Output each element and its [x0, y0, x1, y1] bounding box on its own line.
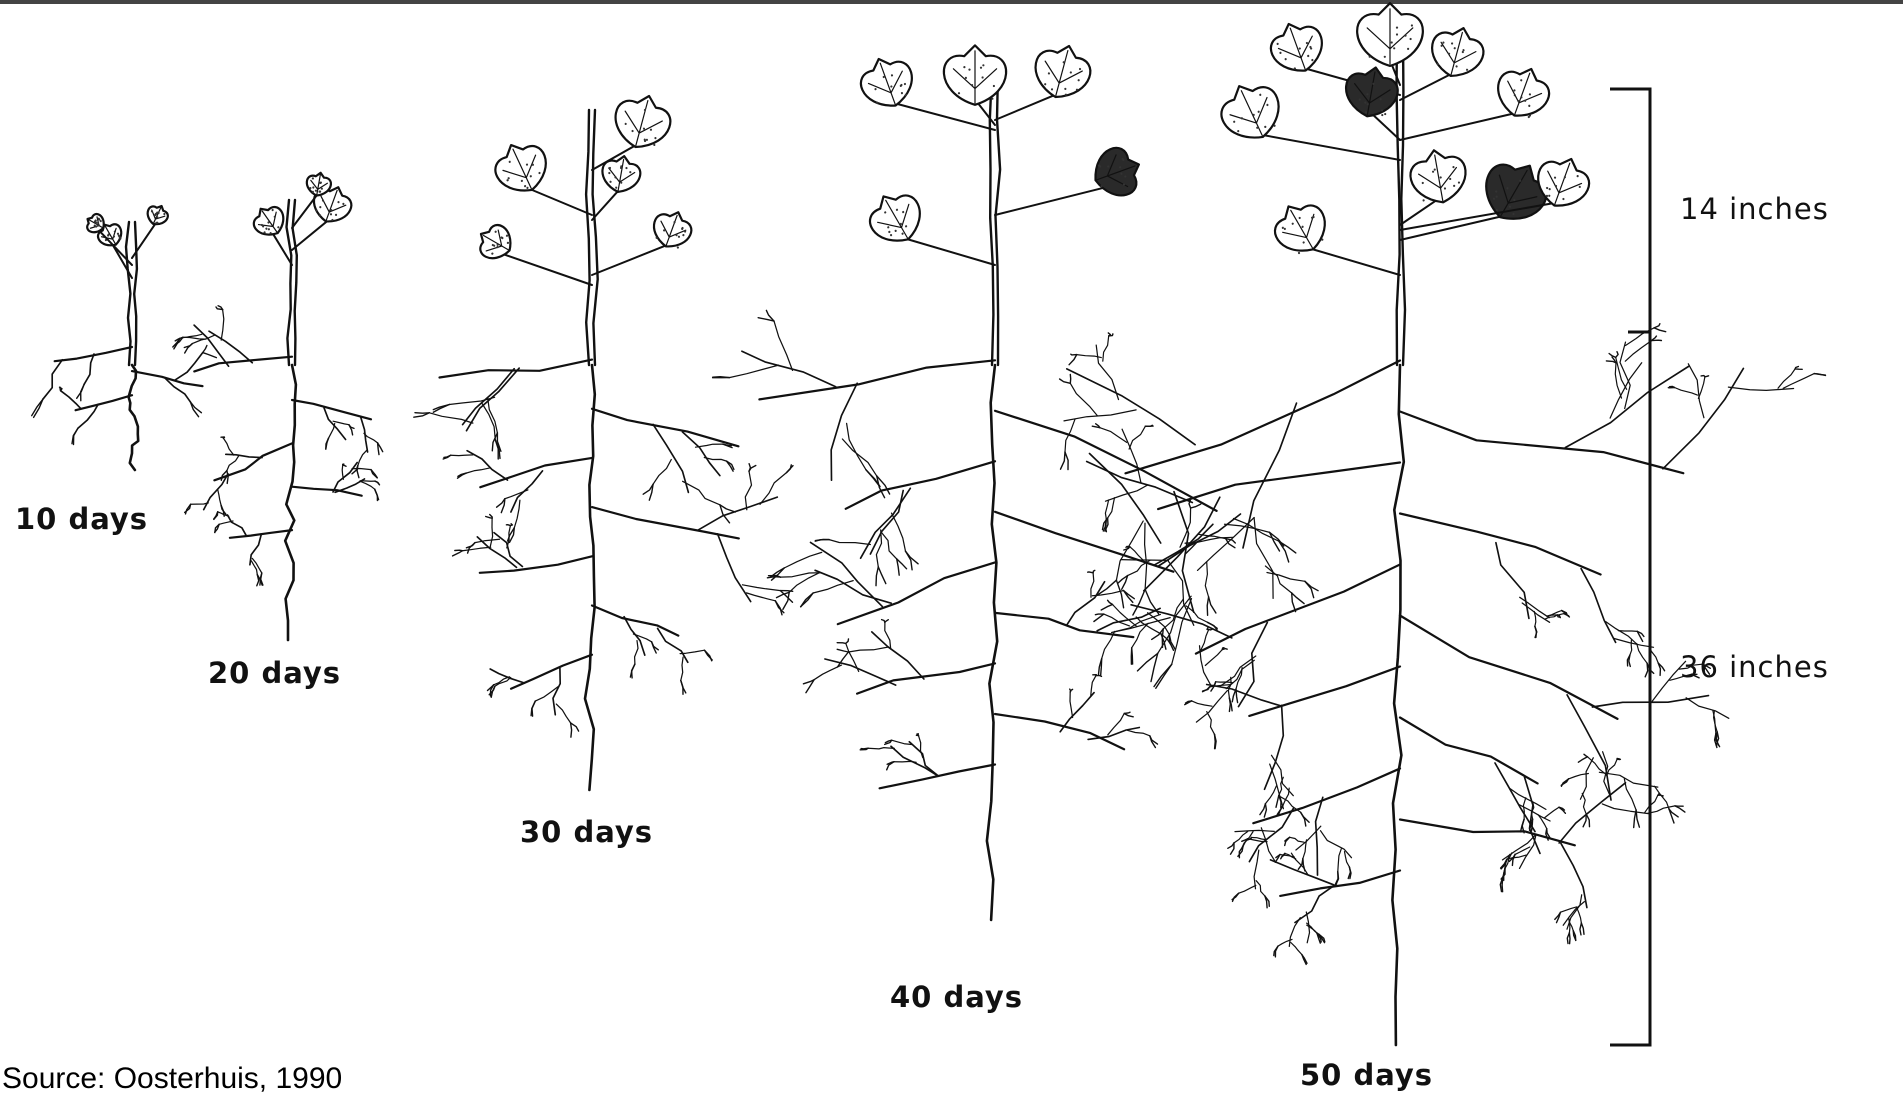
- plant-3: [414, 89, 793, 790]
- height-scale-bracket: [1610, 89, 1650, 1045]
- stage-label-10-days: 10 days: [15, 502, 148, 536]
- above-ground-height-label: 14 inches: [1680, 192, 1829, 226]
- below-ground-depth-label: 36 inches: [1680, 650, 1829, 684]
- stage-label-40-days: 40 days: [890, 980, 1023, 1014]
- plant-1: [32, 202, 217, 470]
- plant-2: [173, 171, 383, 640]
- stage-label-50-days: 50 days: [1300, 1058, 1433, 1092]
- stage-label-20-days: 20 days: [208, 656, 341, 690]
- stage-label-30-days: 30 days: [520, 815, 653, 849]
- source-citation: Source: Oosterhuis, 1990: [2, 1062, 342, 1096]
- plant-5: [1060, 3, 1826, 1045]
- plant-4: [713, 39, 1296, 920]
